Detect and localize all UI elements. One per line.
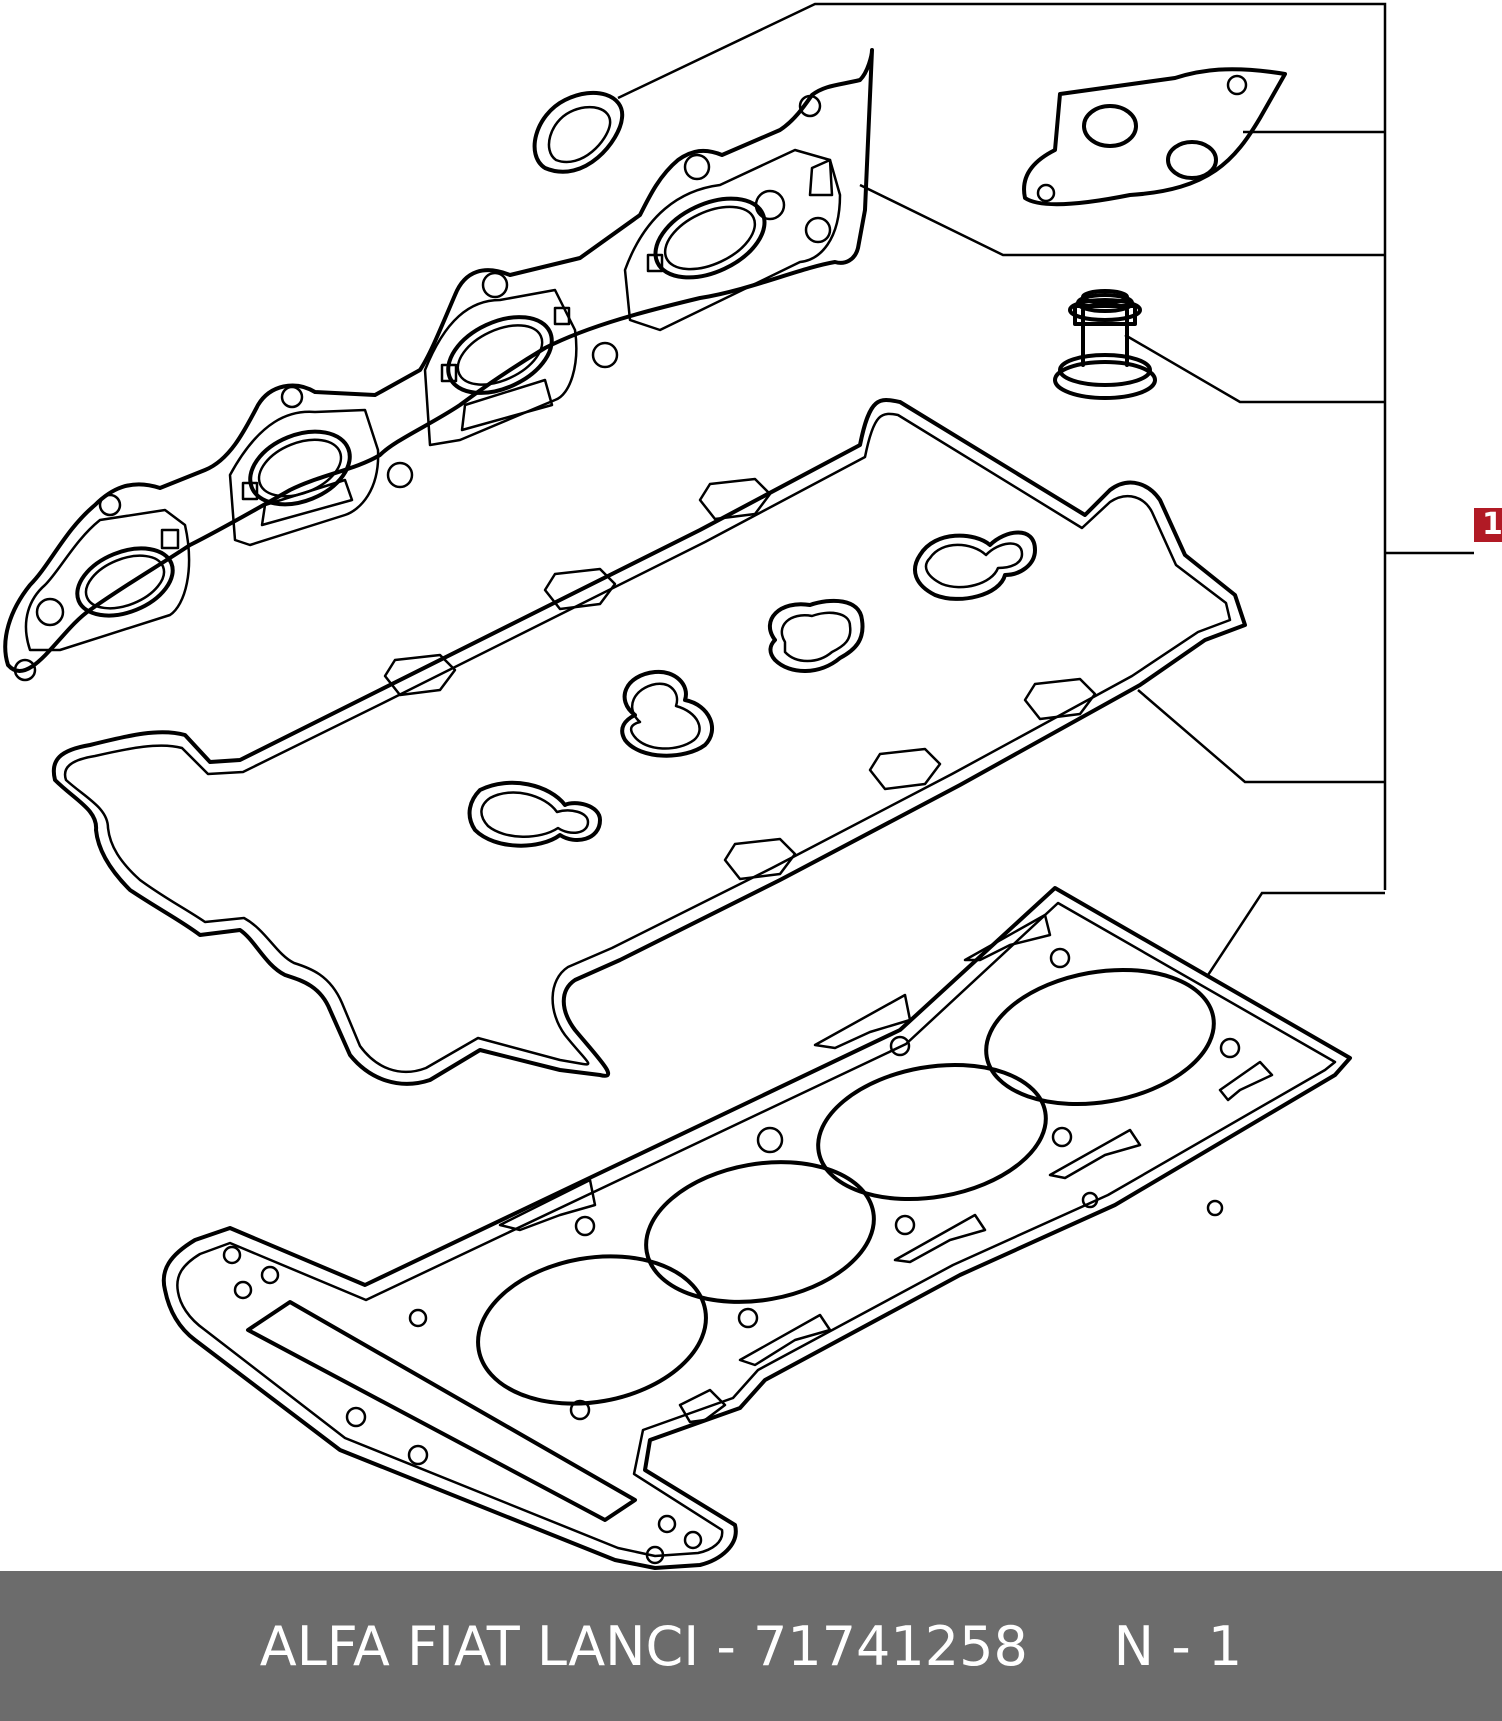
exhaust-manifold-gasket bbox=[3, 48, 874, 682]
footer-bar: ALFA FIAT LANCI - 71741258 N - 1 bbox=[0, 1571, 1502, 1721]
gasket-set-exploded-diagram bbox=[3, 2, 1474, 1570]
leader-lines bbox=[617, 2, 1474, 976]
cylinder-head-gasket bbox=[161, 886, 1352, 1570]
flange-gasket bbox=[1022, 67, 1287, 207]
valve-cover-gasket bbox=[51, 398, 1247, 1086]
part-callout-number: 1 bbox=[1474, 508, 1502, 542]
oval-seal bbox=[532, 90, 625, 174]
valve-stem-seal bbox=[1053, 289, 1157, 400]
part-caption: ALFA FIAT LANCI - 71741258 N - 1 bbox=[259, 1614, 1243, 1678]
